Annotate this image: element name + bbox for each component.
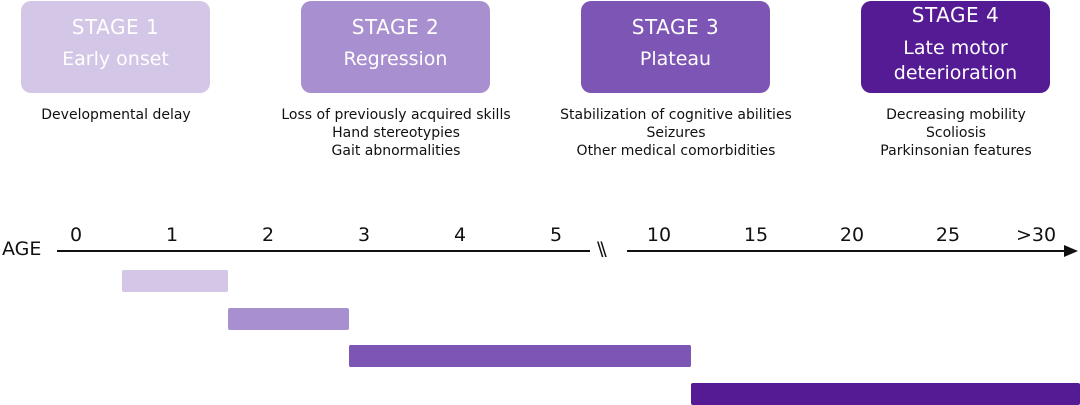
stage-4-subtitle-line-1: Late motor [903,37,1008,59]
stage-3-title: STAGE 3 [631,15,720,39]
stage-1-feature: Developmental delay [41,107,191,123]
age-axis-label: AGE [2,238,42,260]
stage-3-subtitle: Plateau [639,48,712,70]
stage-4-feature: Scoliosis [926,125,986,141]
stage-3-feature: Seizures [646,125,706,141]
stage-2-title: STAGE 2 [351,15,440,39]
stage-3-duration-bar [349,345,691,367]
stage-2-subtitle: Regression [343,48,448,70]
stage-1-description: Developmental delay [0,106,246,124]
stage-4-box: STAGE 4 Late motor deterioration [861,1,1050,93]
age-tick: 15 [743,224,769,246]
stage-2-description: Loss of previously acquired skills Hand … [266,106,526,160]
stage-4-feature: Decreasing mobility [886,107,1026,123]
age-tick: 3 [357,224,371,246]
stage-4-feature: Parkinsonian features [880,143,1032,159]
age-tick: >30 [1016,224,1057,246]
stage-1-duration-bar [122,270,228,292]
age-tick: 20 [839,224,865,246]
age-tick: 5 [549,224,563,246]
stage-3-feature: Stabilization of cognitive abilities [560,107,792,123]
stage-1-box: STAGE 1 Early onset [21,1,210,93]
age-tick: 1 [165,224,179,246]
stage-4-description: Decreasing mobility Scoliosis Parkinsoni… [826,106,1080,160]
stage-2-duration-bar [228,308,349,330]
stage-4-subtitle-line-2: deterioration [893,62,1018,84]
stage-1-title: STAGE 1 [71,15,160,39]
stage-1-subtitle: Early onset [62,48,169,70]
axis-arrow-icon [1064,245,1078,257]
stage-4-duration-bar [691,383,1080,405]
age-tick: 25 [935,224,961,246]
stage-3-box: STAGE 3 Plateau [581,1,770,93]
age-tick: 10 [646,224,672,246]
stage-4-title: STAGE 4 [911,3,1000,27]
stage-2-feature: Hand stereotypies [332,125,460,141]
age-tick: 4 [453,224,467,246]
age-tick: 0 [69,224,83,246]
stage-2-box: STAGE 2 Regression [301,1,490,93]
stage-3-description: Stabilization of cognitive abilities Sei… [546,106,806,160]
stage-2-feature: Loss of previously acquired skills [281,107,511,123]
stage-2-feature: Gait abnormalities [331,143,461,159]
stage-3-feature: Other medical comorbidities [576,143,776,159]
age-tick: 2 [261,224,275,246]
axis-break-mark: \\ [597,238,607,260]
